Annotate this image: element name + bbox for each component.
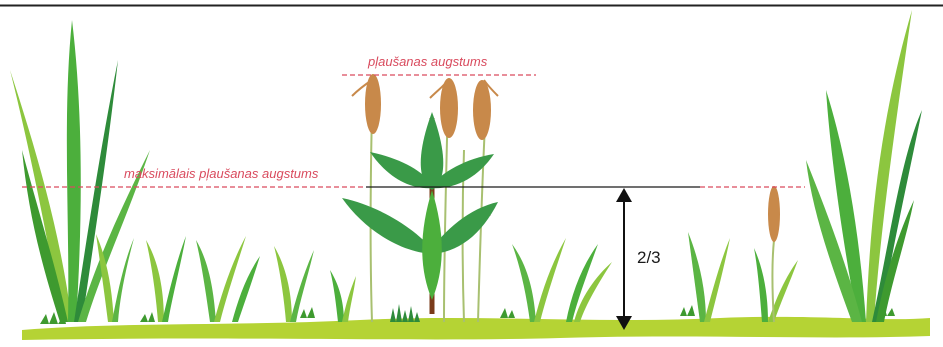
spruce-sapling bbox=[342, 112, 498, 314]
tall-grass-right bbox=[806, 10, 922, 322]
max-mowing-height-label: maksimālais pļaušanas augstums bbox=[124, 166, 319, 181]
height-ratio-arrow bbox=[616, 188, 632, 330]
mowing-height-label: pļaušanas augstums bbox=[367, 54, 488, 69]
grain-heads bbox=[352, 74, 780, 242]
height-ratio-label: 2/3 bbox=[637, 248, 661, 267]
